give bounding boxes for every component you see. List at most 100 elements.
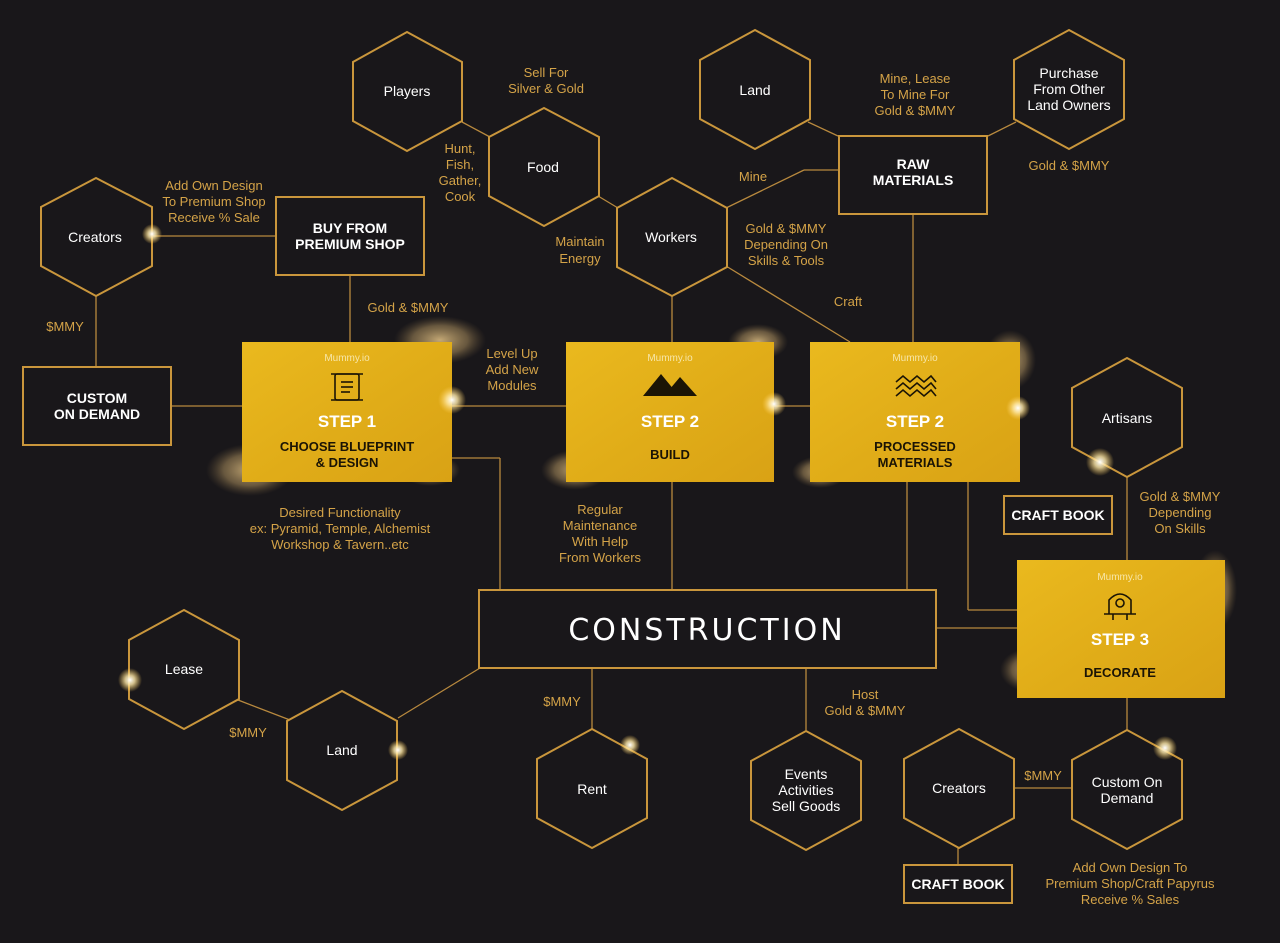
label-maintain-1: Maintain [555, 234, 604, 249]
box-buy-premium-line1: BUY FROM [313, 220, 387, 236]
scroll-blueprint-icon [331, 373, 363, 401]
sphinx-icon [1104, 593, 1136, 620]
box-craft-book-bottom-label: CRAFT BOOK [911, 876, 1004, 892]
edge-labels: Add Own Design To Premium Shop Receive %… [46, 65, 1221, 907]
label-host-2: Gold & $MMY [825, 703, 906, 718]
label-mmy-left: $MMY [46, 319, 84, 334]
step2-build-card: Mummy.io STEP 2 BUILD [541, 324, 788, 490]
hex-workers: Workers [616, 176, 728, 298]
sparkle [142, 224, 162, 244]
label-gold-skills-tools-2: Depending On [744, 237, 828, 252]
box-craft-book-top-label: CRAFT BOOK [1011, 507, 1104, 523]
label-gold-mmy-premium: Gold & $MMY [368, 300, 449, 315]
box-raw-line2: MATERIALS [873, 172, 954, 188]
label-mine-lease-1: Mine, Lease [880, 71, 951, 86]
label-desired-2: ex: Pyramid, Temple, Alchemist [250, 521, 431, 536]
hex-creators-top: Creators [40, 176, 153, 298]
step3-brand: Mummy.io [1097, 572, 1143, 583]
step2-build-brand: Mummy.io [647, 353, 693, 364]
pyramids-icon [643, 374, 697, 396]
hex-players-label: Players [384, 83, 431, 99]
waves-icon [895, 374, 937, 398]
box-craft-book-top: CRAFT BOOK [1003, 495, 1113, 535]
label-maintenance-1: Regular [577, 502, 623, 517]
box-buy-premium-shop: BUY FROM PREMIUM SHOP [275, 196, 425, 276]
label-sell-for-1: Sell For [524, 65, 569, 80]
hex-artisans-label: Artisans [1102, 410, 1153, 426]
sparkle [1153, 736, 1177, 760]
step2-processed-sub-line2: MATERIALS [878, 455, 953, 470]
hex-rent: Rent [536, 727, 648, 850]
label-mmy-land: $MMY [229, 725, 267, 740]
label-level-up-1: Level Up [486, 346, 537, 361]
box-custom-on-demand: CUSTOM ON DEMAND [22, 366, 172, 446]
step3-card: Mummy.io STEP 3 DECORATE [1000, 550, 1237, 698]
sparkle [388, 740, 408, 760]
box-construction: CONSTRUCTION [478, 589, 937, 669]
sparkle [118, 668, 142, 692]
label-sell-for-2: Silver & Gold [508, 81, 584, 96]
label-mine-lease-2: To Mine For [881, 87, 950, 102]
label-gold-skills-tools-3: Skills & Tools [748, 253, 825, 268]
box-custom-line1: CUSTOM [67, 390, 127, 406]
hex-purchase-line1: Purchase [1039, 65, 1098, 81]
step2-processed-card: Mummy.io STEP 2 PROCESSED MATERIALS [792, 330, 1036, 488]
sparkle [1086, 448, 1114, 476]
label-host-1: Host [852, 687, 879, 702]
hex-creators-top-label: Creators [68, 229, 122, 245]
hex-food-label: Food [527, 159, 559, 175]
sparkle [620, 735, 640, 755]
hex-food: Food [488, 106, 600, 228]
hex-lease-label: Lease [165, 661, 203, 677]
hex-land-top-label: Land [739, 82, 770, 98]
label-craft: Craft [834, 294, 863, 309]
label-level-up-2: Add New [486, 362, 539, 377]
hex-land-bottom-label: Land [326, 742, 357, 758]
hex-workers-label: Workers [645, 229, 697, 245]
label-hunt-1: Hunt, [444, 141, 475, 156]
box-raw-materials: RAW MATERIALS [838, 135, 988, 215]
step2-processed-brand: Mummy.io [892, 353, 938, 364]
hex-players: Players [352, 30, 463, 153]
hex-custom-on-demand-line2: Demand [1101, 790, 1154, 806]
label-mine-lease-3: Gold & $MMY [875, 103, 956, 118]
label-desired-1: Desired Functionality [279, 505, 401, 520]
box-raw-line1: RAW [897, 156, 930, 172]
label-maintenance-4: From Workers [559, 550, 642, 565]
box-craft-book-bottom: CRAFT BOOK [903, 864, 1013, 904]
label-hunt-3: Gather, [439, 173, 482, 188]
label-mine: Mine [739, 169, 767, 184]
label-add-design-papyrus-3: Receive % Sales [1081, 892, 1180, 907]
hex-artisans: Artisans [1071, 356, 1183, 479]
box-custom-line2: ON DEMAND [54, 406, 140, 422]
label-add-own-design-1: Add Own Design [165, 178, 263, 193]
label-mmy-rent: $MMY [543, 694, 581, 709]
hex-land-top: Land [699, 28, 811, 151]
step1-card: Mummy.io STEP 1 CHOOSE BLUEPRINT & DESIG… [206, 316, 486, 496]
hex-creators-bottom-label: Creators [932, 780, 986, 796]
hex-land-bottom: Land [286, 689, 398, 812]
step3-sub: DECORATE [1084, 665, 1156, 680]
label-add-design-papyrus-2: Premium Shop/Craft Papyrus [1045, 876, 1215, 891]
step2-processed-sub-line1: PROCESSED [874, 439, 956, 454]
step1-brand: Mummy.io [324, 353, 370, 364]
step3-title: STEP 3 [1091, 630, 1149, 649]
label-maintenance-2: Maintenance [563, 518, 637, 533]
step1-sub-line1: CHOOSE BLUEPRINT [280, 439, 414, 454]
hex-events: Events Activities Sell Goods [750, 729, 862, 852]
hex-events-line2: Activities [778, 782, 833, 798]
hex-events-line3: Sell Goods [772, 798, 840, 814]
label-gold-skills-1: Gold & $MMY [1140, 489, 1221, 504]
step1-title: STEP 1 [318, 412, 376, 431]
hex-purchase-line2: From Other [1033, 81, 1105, 97]
hex-creators-bottom: Creators [903, 727, 1015, 850]
label-mmy-creators: $MMY [1024, 768, 1062, 783]
step2-build-title: STEP 2 [641, 412, 699, 431]
step2-build-sub: BUILD [650, 447, 690, 462]
label-maintenance-3: With Help [572, 534, 628, 549]
label-hunt-2: Fish, [446, 157, 474, 172]
construction-title: CONSTRUCTION [568, 613, 845, 648]
label-hunt-4: Cook [445, 189, 476, 204]
hex-events-line1: Events [785, 766, 828, 782]
